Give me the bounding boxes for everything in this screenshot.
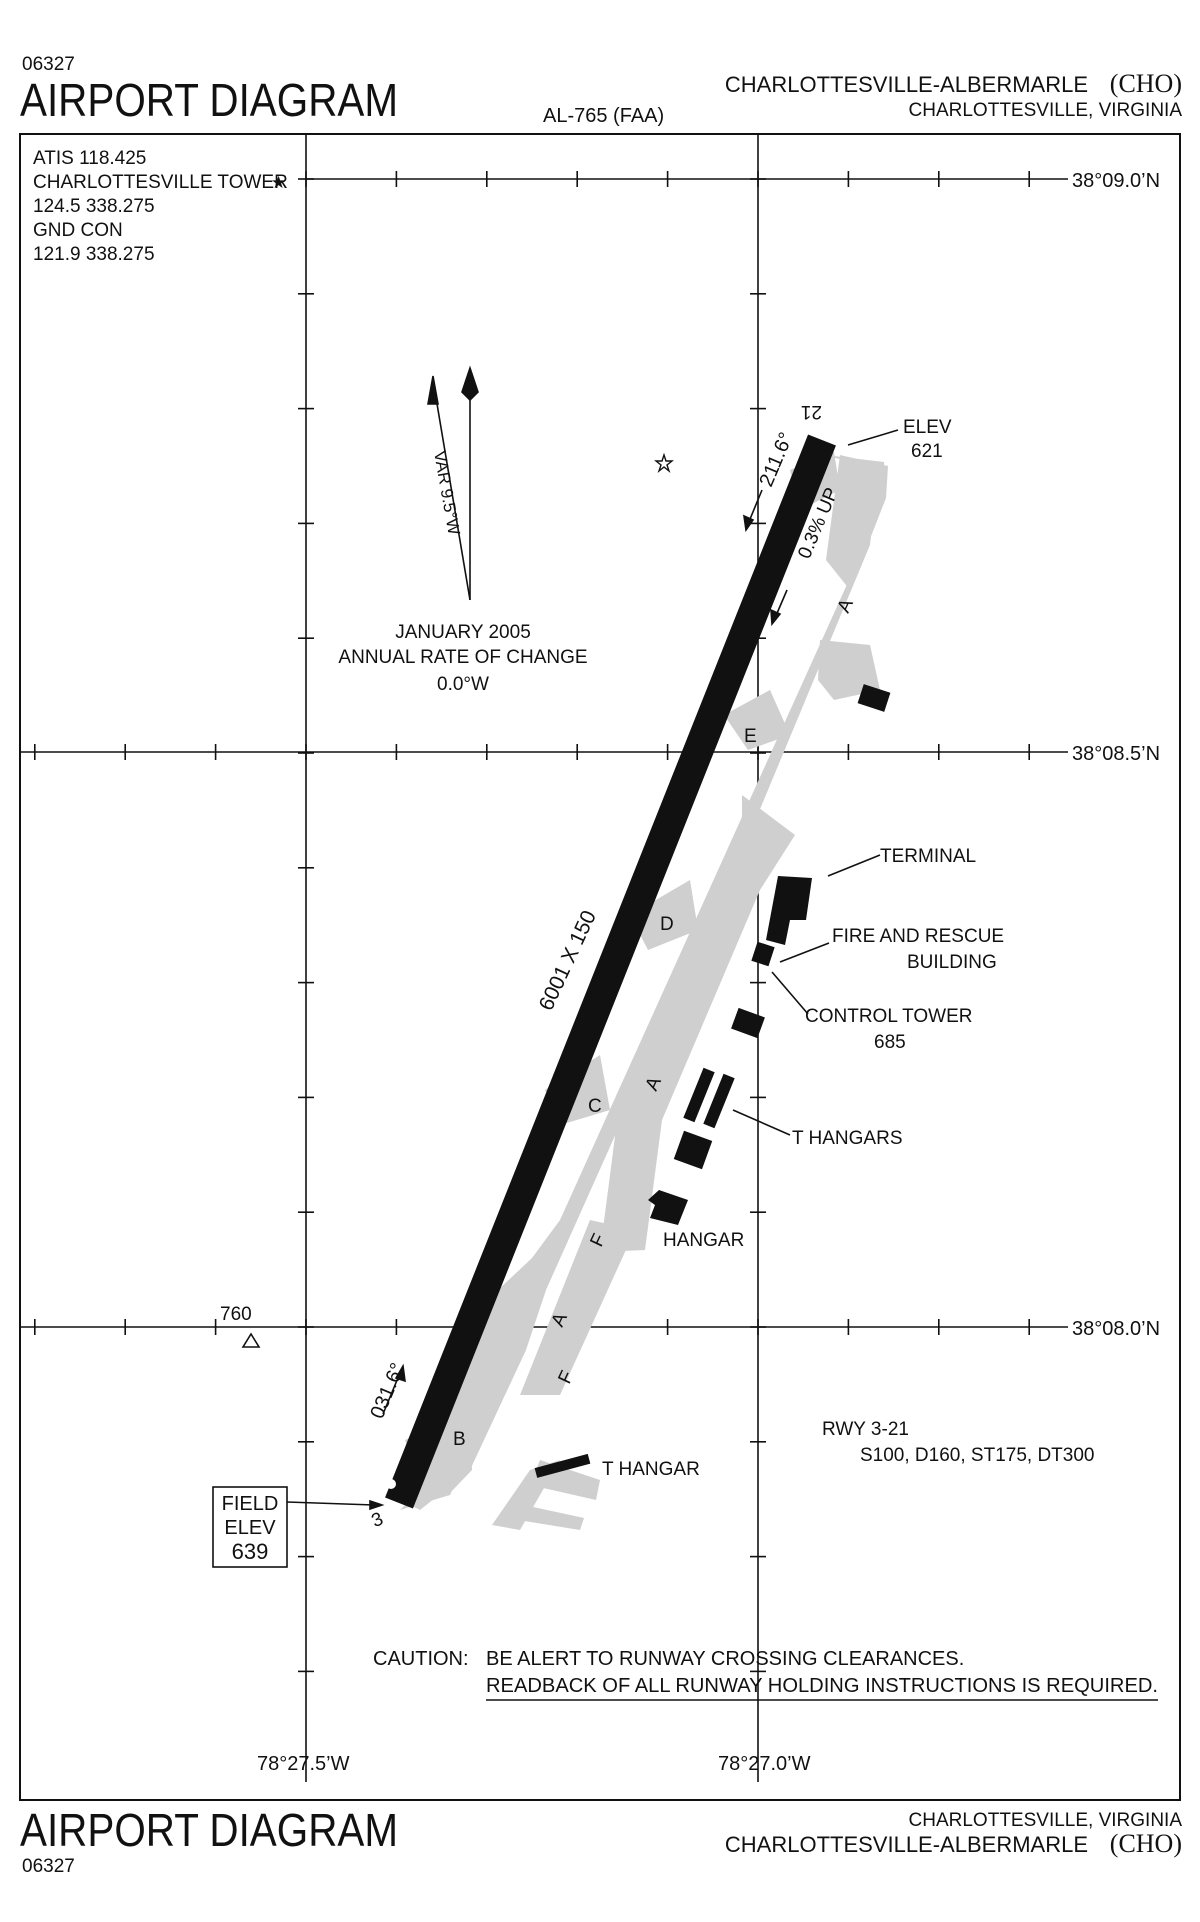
field-elev-value: 639 [232,1539,269,1564]
terminal-label: TERMINAL [880,846,976,867]
footer-title: AIRPORT DIAGRAM [20,1804,398,1856]
footer-airport-id: (CHO) [1110,1829,1182,1858]
magnetic-rate-value: 0.0°W [437,674,489,695]
fire-rescue-label-1: FIRE AND RESCUE [832,926,1004,947]
caution-label: CAUTION: [373,1648,469,1670]
obstacle-760: 760 [220,1304,252,1325]
field-label-1: FIELD [222,1493,279,1515]
magnetic-rate-label: ANNUAL RATE OF CHANGE [338,647,587,668]
runway-21-designator: 21 [801,401,822,422]
header-airport-id: (CHO) [1110,69,1182,98]
header-airport-name: CHARLOTTESVILLE-ALBERMARLE [725,72,1088,97]
footer-code: 06327 [22,1856,75,1877]
taxiway-e: E [744,726,757,747]
beacon-star-icon [654,452,674,474]
header-city-state: CHARLOTTESVILLE, VIRGINIA [909,100,1183,121]
taxiway-c: C [588,1096,602,1117]
runway-3-threshold-marker [386,1479,396,1489]
lon-label-right: 78°27.0’W [718,1753,811,1775]
chart-id: AL-765 (FAA) [543,105,664,127]
magnetic-arrows [427,365,479,601]
ground-control: GND CON [33,220,123,241]
runway-label: RWY 3-21 [822,1419,909,1440]
control-tower-elev: 685 [874,1032,906,1053]
elev-leader [847,429,899,446]
obstacle-icon [241,1332,261,1348]
tower-name: CHARLOTTESVILLE TOWER [33,172,288,193]
magnetic-epoch: JANUARY 2005 [395,622,531,643]
tower-frequency: 124.5 338.275 [33,196,155,217]
header-code: 06327 [22,54,75,75]
buildings [534,684,891,1478]
t-hangars-label: T HANGARS [792,1128,903,1149]
runway-3-21 [385,434,836,1509]
taxiway-d: D [660,914,674,935]
control-tower-label: CONTROL TOWER [805,1006,973,1027]
caution-line-1: BE ALERT TO RUNWAY CROSSING CLEARANCES. [486,1648,964,1670]
lat-label-top: 38°09.0’N [1072,170,1160,192]
hangar-label: HANGAR [663,1230,744,1251]
elev-label: ELEV [903,417,952,438]
map-frame [19,133,1181,1801]
field-elev-leader [286,1499,385,1511]
lat-label-bottom: 38°08.0’N [1072,1318,1160,1340]
header-title: AIRPORT DIAGRAM [20,74,398,126]
footer-city-state: CHARLOTTESVILLE, VIRGINIA [909,1810,1183,1831]
heading-arrows [382,489,788,1415]
tower-star-icon: ★ [271,173,286,192]
lon-label-left: 78°27.5’W [257,1753,350,1775]
magnetic-variation: VAR 9.5°W [430,449,463,536]
taxiway-system [400,452,888,1530]
runway-3-designator: 3 [369,1509,387,1532]
field-label-2: ELEV [224,1517,276,1539]
atis-frequency: ATIS 118.425 [33,148,146,169]
footer-airport-name: CHARLOTTESVILLE-ALBERMARLE [725,1832,1088,1857]
ground-frequency: 121.9 338.275 [33,244,155,265]
elev-621: 621 [911,441,943,462]
t-hangar-label: T HANGAR [602,1459,700,1480]
taxiway-b: B [453,1429,466,1450]
caution-line-2: READBACK OF ALL RUNWAY HOLDING INSTRUCTI… [486,1675,1158,1697]
lat-label-mid: 38°08.5’N [1072,743,1160,765]
runway-strength: S100, D160, ST175, DT300 [860,1445,1094,1466]
fire-rescue-label-2: BUILDING [907,952,997,973]
building-leaders [732,854,881,1136]
field-elev-box [212,1486,288,1568]
